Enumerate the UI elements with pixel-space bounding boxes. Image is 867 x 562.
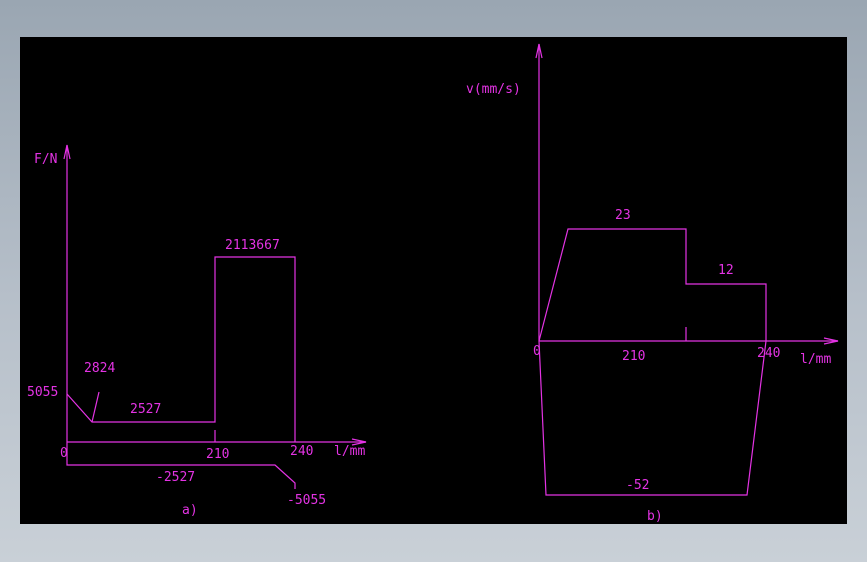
a-leader-2824 <box>91 391 100 423</box>
a-origin-label: 0 <box>60 446 68 461</box>
a-x-axis-label: l/mm <box>334 444 365 459</box>
a-value-neg-2527: -2527 <box>156 470 195 485</box>
a-value-2527: 2527 <box>130 402 161 417</box>
a-value-peak: 2113667 <box>225 238 280 253</box>
diagram-b <box>535 43 839 496</box>
b-tick-240-label: 240 <box>757 346 780 361</box>
b-origin-label: 0 <box>533 344 541 359</box>
a-caption: a) <box>182 503 198 518</box>
b-y-axis-label: v(mm/s) <box>466 82 521 97</box>
b-y-axis-arrow <box>535 43 543 59</box>
a-y-axis-arrow <box>63 144 71 160</box>
a-tick-240-label: 240 <box>290 444 313 459</box>
a-tick-210-label: 210 <box>206 447 229 462</box>
b-tick-210-label: 210 <box>622 349 645 364</box>
b-caption: b) <box>647 509 663 524</box>
b-value-12: 12 <box>718 263 734 278</box>
a-force-upper-profile <box>66 256 296 442</box>
a-x-axis-arrow <box>351 438 367 446</box>
b-x-axis-arrow <box>823 337 839 345</box>
b-value-23: 23 <box>615 208 631 223</box>
a-force-lower-profile <box>66 447 296 489</box>
a-value-5055: 5055 <box>27 385 58 400</box>
b-velocity-upper-profile <box>538 228 767 342</box>
b-x-axis-label: l/mm <box>800 352 831 367</box>
a-value-2824: 2824 <box>84 361 115 376</box>
b-value-neg-52: -52 <box>626 478 649 493</box>
drawing-canvas: F/N l/mm 0 210 240 5055 2824 2527 211366… <box>20 37 847 524</box>
diagram-a <box>63 144 367 489</box>
cad-drawing: F/N l/mm 0 210 240 5055 2824 2527 211366… <box>27 43 839 524</box>
b-velocity-lower-profile <box>538 340 767 496</box>
a-value-neg-5055: -5055 <box>287 493 326 508</box>
a-y-axis-label: F/N <box>34 152 57 167</box>
